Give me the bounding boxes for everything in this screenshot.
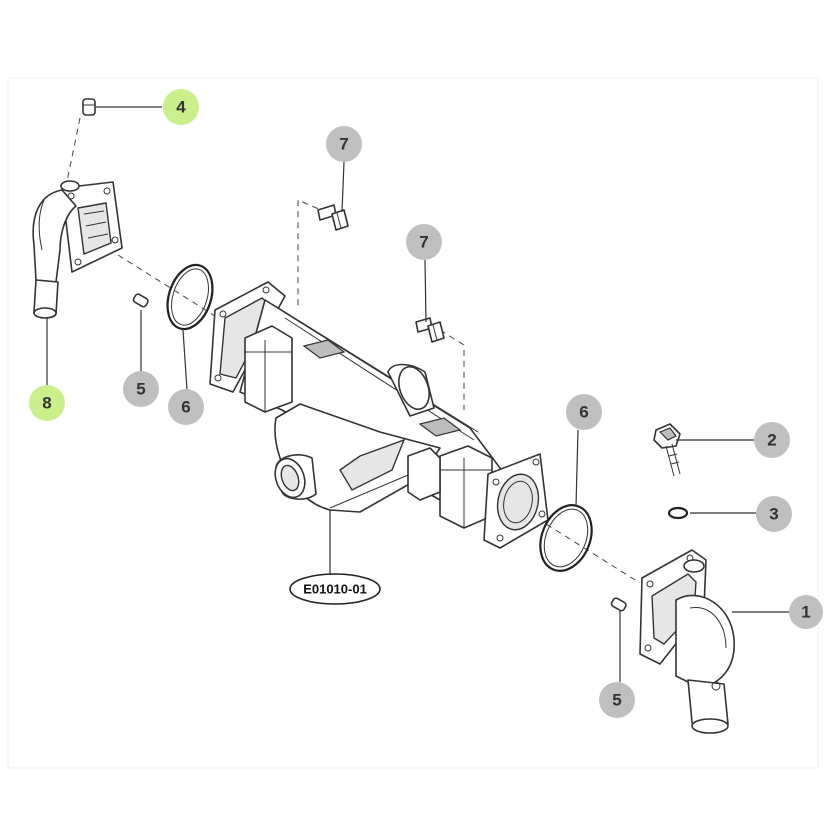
callout-8[interactable]: 8 (29, 385, 65, 421)
right-elbow-housing-part-1 (639, 549, 735, 734)
main-housing-e01010-01 (209, 281, 549, 549)
callout-label: 7 (339, 135, 348, 154)
callout-6-left[interactable]: 6 (168, 389, 204, 425)
dowel-pin-part-5-right (610, 597, 627, 612)
leader-lines (46, 106, 792, 682)
bolt-part-7-upper (317, 204, 349, 231)
callout-bubble (29, 385, 65, 421)
callout-label: 8 (42, 394, 51, 413)
callout-3[interactable]: 3 (756, 496, 792, 532)
callout-label: 2 (767, 431, 776, 450)
callout-label: 7 (419, 233, 428, 252)
callout-bubble (326, 126, 362, 162)
dowel-pin-part-5-left (132, 293, 149, 308)
callout-bubble (168, 389, 204, 425)
callout-4[interactable]: 4 (163, 89, 199, 125)
callout-label: 6 (181, 398, 190, 417)
plug-screw-part-4 (82, 98, 96, 116)
callout-2[interactable]: 2 (754, 422, 790, 458)
callout-6-right[interactable]: 6 (566, 394, 602, 430)
page-frame (7, 77, 819, 769)
callout-label: 1 (801, 603, 810, 622)
callout-bubble (123, 371, 159, 407)
callout-7-upper[interactable]: 7 (326, 126, 362, 162)
callout-label: 3 (769, 505, 778, 524)
callout-bubble (566, 394, 602, 430)
callout-5-right[interactable]: 5 (599, 682, 635, 718)
callout-label: 4 (176, 98, 186, 117)
callout-bubble (789, 595, 823, 629)
callout-7-lower[interactable]: 7 (406, 224, 442, 260)
callout-bubble (599, 682, 635, 718)
callout-5-left[interactable]: 5 (123, 371, 159, 407)
callout-bubble (756, 496, 792, 532)
bleed-screw-part-2 (653, 423, 681, 477)
o-ring-part-6-left (166, 263, 214, 331)
assembly-code-text: E01010-01 (303, 582, 367, 597)
callout-bubble (163, 89, 199, 125)
callout-bubble (406, 224, 442, 260)
callout-label: 5 (612, 691, 621, 710)
o-ring-part-6-right (539, 504, 593, 572)
assembly-code-oval (289, 573, 381, 605)
small-o-ring-part-3 (667, 506, 689, 520)
bolt-part-7-lower (415, 317, 445, 343)
callout-bubble (754, 422, 790, 458)
left-elbow-housing-part-8 (32, 180, 123, 319)
callout-1[interactable]: 1 (789, 595, 823, 629)
callout-label: 5 (136, 380, 145, 399)
callout-label: 6 (579, 403, 588, 422)
assembly-code-label[interactable]: E01010-01 (289, 573, 381, 605)
